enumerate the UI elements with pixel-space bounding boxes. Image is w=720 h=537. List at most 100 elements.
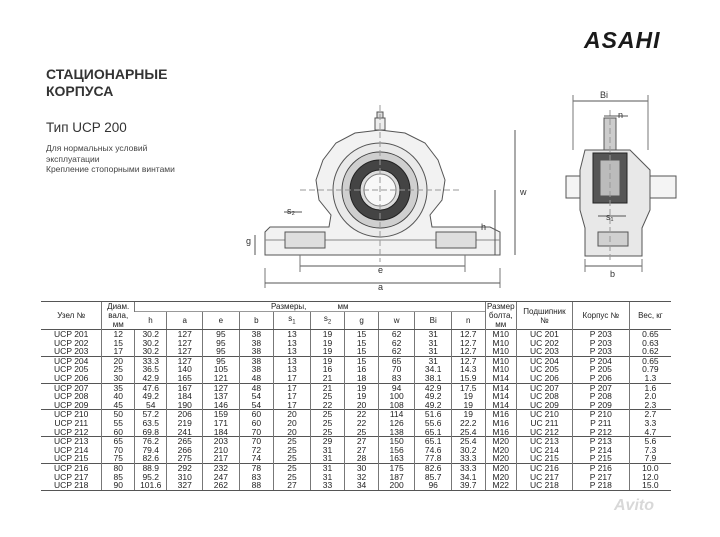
table-cell: 13	[273, 338, 311, 348]
table-cell: 50	[101, 409, 135, 419]
table-cell: 19	[450, 392, 486, 401]
table-cell: P 203	[571, 347, 630, 357]
table-cell: 31	[414, 347, 452, 357]
table-cell: 47.6	[133, 382, 167, 393]
table-cell: 184	[202, 427, 240, 437]
table-cell: 30.2	[133, 347, 167, 357]
table-cell: 78	[238, 462, 274, 473]
table-cell: 49.2	[133, 392, 167, 401]
header-dimensions: Размеры, мм	[133, 301, 486, 312]
table-cell: M14	[484, 392, 517, 401]
table-cell: 241	[166, 427, 203, 437]
table-cell: 275	[166, 454, 203, 464]
table-cell: 65	[377, 355, 415, 366]
table-cell: P 214	[571, 445, 630, 455]
table-cell: 30.2	[133, 338, 167, 348]
table-cell: 19	[344, 382, 379, 393]
dim-label-w: w	[519, 187, 527, 197]
header-housing: Корпус №	[571, 301, 630, 330]
table-cell: UCP 214	[54, 445, 89, 455]
table-cell: M10	[484, 365, 517, 374]
table-cell: 28	[344, 454, 379, 464]
table-cell: UC 210	[516, 409, 573, 419]
dim-label-g: g	[246, 236, 251, 246]
header-dim-s1: s1	[273, 311, 311, 330]
table-cell: 22	[309, 400, 345, 410]
dim-label-s1: s₁	[606, 212, 614, 222]
table-cell: UCP 202	[54, 338, 89, 348]
table-cell: 25	[273, 472, 311, 482]
table-cell: UCP 209	[54, 400, 89, 410]
header-node: Узел №	[41, 301, 102, 330]
table-cell: UCP 218	[41, 481, 102, 491]
table-cell: 30	[344, 462, 379, 473]
table-cell: 159	[202, 409, 240, 419]
table-cell: 34.1	[450, 472, 486, 482]
table-cell: 83	[377, 373, 415, 384]
table-cell: 20	[273, 418, 311, 428]
table-cell: 54	[133, 400, 167, 410]
table-cell: 83	[238, 472, 274, 482]
header-dim-s2: s2	[309, 311, 345, 330]
table-cell: 114	[377, 409, 415, 419]
table-cell: 88	[238, 481, 274, 491]
table-cell: 27	[273, 481, 311, 491]
description-line: эксплуатации	[46, 153, 100, 164]
table-cell: 72	[238, 445, 274, 455]
table-cell: UC 206	[516, 373, 573, 384]
table-cell: P 216	[571, 462, 630, 473]
table-cell: UC 211	[516, 418, 573, 428]
table-cell: 17	[273, 382, 311, 393]
table-cell: 21	[309, 382, 345, 393]
table-cell: 15	[344, 355, 379, 366]
table-cell: 95	[202, 347, 240, 357]
header-dim-b: b	[238, 311, 274, 330]
table-cell: UC 205	[516, 365, 573, 374]
table-cell: 20	[344, 400, 379, 410]
table-cell: 42.9	[133, 373, 167, 384]
table-cell: 74	[238, 454, 274, 464]
table-cell: 13	[273, 347, 311, 357]
table-cell: 17	[101, 347, 135, 357]
table-cell: 60	[101, 427, 135, 437]
table-cell: 105	[202, 365, 240, 374]
table-cell: P 206	[571, 373, 630, 384]
table-cell: 15.0	[628, 481, 671, 491]
table-cell: 20	[101, 355, 135, 366]
table-cell: M20	[484, 472, 517, 482]
table-cell: 140	[166, 365, 203, 374]
table-cell: 95	[202, 328, 240, 339]
table-cell: 94	[377, 382, 415, 393]
table-cell: 10.0	[628, 462, 671, 473]
header-dim-h: h	[134, 311, 167, 330]
table-cell: M20	[484, 436, 517, 446]
type-label: Тип UCP 200	[46, 120, 127, 135]
table-cell: 42.9	[414, 382, 452, 393]
table-cell: P 208	[571, 392, 630, 401]
table-cell: UC 215	[516, 454, 573, 464]
table-cell: P 207	[571, 382, 630, 393]
table-cell: 247	[202, 472, 240, 482]
table-cell: 30.2	[133, 328, 167, 339]
table-cell: 33	[309, 481, 345, 491]
table-cell: 25	[309, 418, 345, 428]
table-cell: 15	[101, 338, 135, 348]
table-cell: 54	[238, 392, 274, 401]
table-cell: 17	[273, 400, 311, 410]
table-cell: 163	[377, 454, 415, 464]
table-cell: 25	[309, 392, 345, 401]
table-cell: 31	[414, 355, 452, 366]
table-cell: M16	[484, 427, 517, 437]
table-cell: 12.7	[450, 347, 486, 357]
table-cell: 217	[202, 454, 240, 464]
table-cell: 7.3	[628, 445, 671, 455]
table-cell: 62	[377, 338, 415, 348]
table-cell: UCP 207	[41, 382, 102, 393]
table-cell: 165	[166, 373, 203, 384]
table-cell: 127	[166, 338, 203, 348]
